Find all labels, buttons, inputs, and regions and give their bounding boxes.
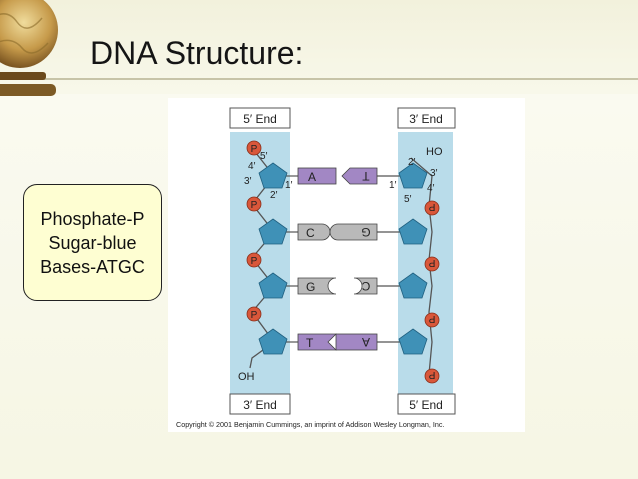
phosphate-label: P bbox=[251, 200, 258, 211]
slide-title: DNA Structure: bbox=[90, 35, 304, 71]
phosphate-circle bbox=[246, 196, 262, 212]
phosphate-label: P bbox=[428, 201, 435, 212]
base-left-letter: A bbox=[308, 170, 316, 184]
callout-sugar-line: Sugar-blue bbox=[48, 232, 137, 253]
end-label-top-left: 5′ End bbox=[243, 112, 277, 126]
left-carbon-3-label: 3′ bbox=[244, 176, 252, 187]
end-box-bottom-right bbox=[397, 393, 456, 415]
base-left-letter: C bbox=[306, 226, 315, 240]
base-right-letter: C bbox=[361, 279, 370, 293]
base-left-block bbox=[297, 277, 337, 295]
base-right-block bbox=[341, 167, 378, 185]
base-right-block bbox=[353, 277, 378, 295]
base-pair-1: A T bbox=[297, 167, 378, 185]
sugar-pentagon bbox=[398, 218, 428, 245]
sugar-pentagon bbox=[398, 162, 428, 189]
dna-diagram: 5′ End 3′ End 3′ End 5′ End P P P P P P … bbox=[229, 107, 456, 415]
end-box-top-right bbox=[397, 107, 456, 129]
end-box-bottom-left bbox=[229, 393, 291, 415]
title-divider bbox=[0, 78, 638, 80]
callout-phosphate-line: Phosphate-P bbox=[40, 208, 145, 229]
phosphate-circle bbox=[424, 368, 440, 384]
base-right-letter: G bbox=[361, 225, 370, 239]
base-pair-3: G C bbox=[297, 277, 378, 295]
phosphate-label: P bbox=[251, 310, 258, 321]
left-carbon-4-label: 4′ bbox=[248, 161, 256, 172]
dna-figure: 5′ End 3′ End 3′ End 5′ End P P P P P P … bbox=[168, 98, 525, 432]
right-carbon-1-label: 1′ bbox=[389, 180, 397, 191]
left-carbon-1-label: 1′ bbox=[285, 180, 293, 191]
globe-icon bbox=[0, 0, 58, 96]
left-carbon-5-label: 5′ bbox=[260, 151, 268, 162]
end-box-top-left bbox=[229, 107, 291, 129]
end-label-bottom-right: 5′ End bbox=[409, 398, 443, 412]
base-right-letter: A bbox=[362, 335, 370, 349]
base-left-letter: G bbox=[306, 280, 315, 294]
right-top-ho-label: HO bbox=[426, 146, 443, 158]
phosphate-label: P bbox=[428, 257, 435, 268]
left-carbon-2-label: 2′ bbox=[270, 190, 278, 201]
phosphate-label: P bbox=[251, 144, 258, 155]
sugar-pentagon bbox=[258, 328, 288, 355]
sugar-pentagon bbox=[398, 272, 428, 299]
phosphate-label: P bbox=[428, 313, 435, 324]
sugar-pentagon bbox=[398, 328, 428, 355]
phosphate-circle bbox=[424, 200, 440, 216]
figure-copyright: Copyright © 2001 Benjamin Cummings, an i… bbox=[176, 420, 445, 429]
base-pair-4: T A bbox=[297, 333, 378, 351]
base-right-block bbox=[329, 223, 378, 241]
phosphate-label: P bbox=[428, 369, 435, 380]
legend-callout: Phosphate-P Sugar-blue Bases-ATGC bbox=[23, 184, 162, 301]
phosphate-circle bbox=[424, 312, 440, 328]
right-carbon-4-label: 4′ bbox=[427, 183, 435, 194]
phosphate-circle bbox=[246, 306, 262, 322]
base-left-letter: T bbox=[306, 336, 314, 350]
callout-bases-line: Bases-ATGC bbox=[40, 256, 145, 277]
phosphate-circle bbox=[246, 252, 262, 268]
base-left-block bbox=[297, 167, 337, 185]
right-carbon-2-label: 2′ bbox=[408, 157, 416, 168]
phosphate-label: P bbox=[251, 256, 258, 267]
right-carbon-5-label: 5′ bbox=[404, 194, 412, 205]
end-label-bottom-left: 3′ End bbox=[243, 398, 277, 412]
base-right-letter: T bbox=[362, 169, 370, 183]
sugar-pentagon bbox=[258, 218, 288, 245]
left-bottom-oh-label: OH bbox=[238, 371, 255, 383]
sugar-pentagon bbox=[258, 162, 288, 189]
sugar-pentagon bbox=[258, 272, 288, 299]
phosphate-circle bbox=[246, 140, 262, 156]
phosphate-circle bbox=[424, 256, 440, 272]
base-pair-2: C G bbox=[297, 223, 378, 241]
end-label-top-right: 3′ End bbox=[409, 112, 443, 126]
right-carbon-3-label: 3′ bbox=[430, 168, 438, 179]
base-right-block bbox=[335, 333, 378, 351]
base-left-block bbox=[297, 333, 337, 351]
